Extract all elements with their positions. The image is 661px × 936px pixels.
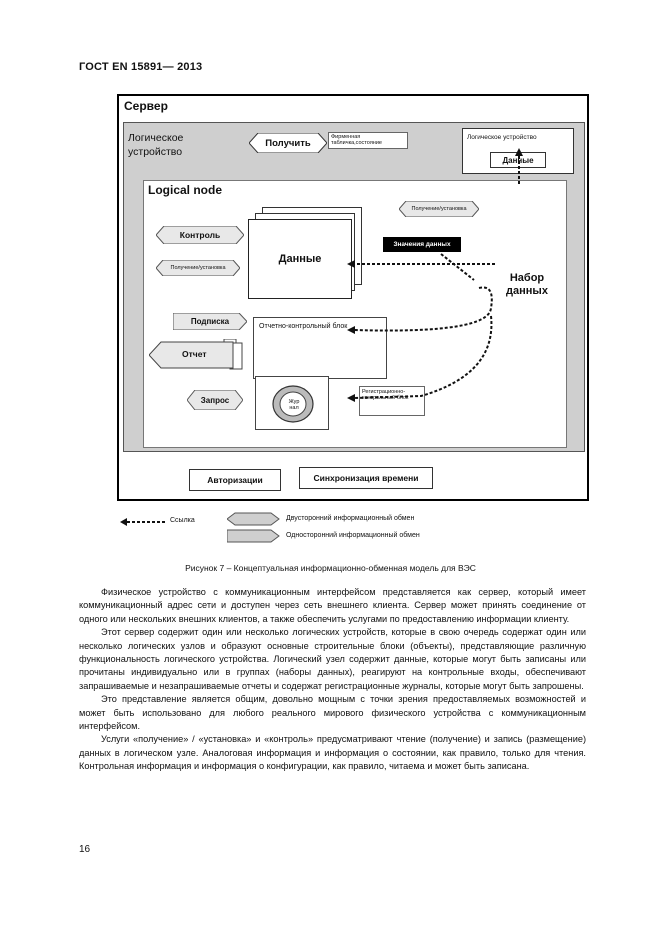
get-button-label: Получить <box>265 137 311 149</box>
nameplate-label: Фирменная табличка,состояние <box>328 132 408 149</box>
logical-device-right-label: Логическое устройство <box>467 134 537 141</box>
request-button[interactable]: Запрос <box>187 390 243 410</box>
subscription-label: Подписка <box>190 317 230 326</box>
flow-arrows <box>347 148 523 402</box>
legend-one-way-label: Односторонний информационный обмен <box>286 532 420 539</box>
get-set-left-button[interactable]: Получение/установка <box>156 260 240 276</box>
arrowhead-up <box>515 148 523 156</box>
paragraph-4: Услуги «получение» / «установка» и «конт… <box>79 734 586 772</box>
report-label: Отчет <box>182 349 207 359</box>
document-header: ГОСТ EN 15891— 2013 <box>79 61 203 73</box>
get-set-left-label: Получение/установка <box>170 265 226 271</box>
figure-server-box: Сервер Логическое устройство Получить Фи… <box>117 94 589 501</box>
legend-reference-label: Ссылка <box>170 517 195 524</box>
get-set-top-button[interactable]: Получение/установка <box>399 201 479 217</box>
legend-one-way-shape <box>227 529 280 543</box>
request-label: Запрос <box>200 395 230 405</box>
authorization-box: Авторизации <box>189 469 281 491</box>
log-control-block: Регистрационно-контрольный блок <box>359 386 425 416</box>
logical-node-label: Logical node <box>148 183 223 197</box>
legend-two-way-label: Двусторонний информационный обмен <box>286 515 415 522</box>
time-sync-box: Синхронизация времени <box>299 467 433 489</box>
logical-device-label: Логическое устройство <box>128 132 184 158</box>
paragraph-1: Физическое устройство с коммуникационным… <box>79 587 586 624</box>
dataset-to-log-arrow <box>354 315 493 399</box>
paragraph-3: Это представление является общим, доволь… <box>79 694 586 732</box>
arrowhead-data <box>347 260 355 268</box>
figure-caption: Рисунок 7 – Концептуальная информационно… <box>185 563 476 573</box>
data-set-label: Набор данных <box>506 272 548 297</box>
data-values-arrow <box>440 253 475 281</box>
dataset-to-report-arrow <box>354 286 493 332</box>
control-label: Контроль <box>179 230 221 240</box>
data-values-box: Значения данных <box>383 237 461 252</box>
server-label: Сервер <box>124 99 168 113</box>
journal-block: Жур нал <box>255 376 329 430</box>
control-button[interactable]: Контроль <box>156 226 244 244</box>
get-set-top-label: Получение/установка <box>411 206 467 212</box>
arrowhead-log <box>347 394 355 402</box>
report-stack[interactable]: Отчет <box>149 339 247 370</box>
legend-two-way-shape <box>227 512 280 526</box>
data-center-box: Данные <box>248 219 352 299</box>
body-text: Физическое устройство с коммуникационным… <box>79 586 586 774</box>
report-control-block: Отчетно-контрольный блок <box>253 317 387 379</box>
paragraph-2: Этот сервер содержит один или несколько … <box>79 627 586 691</box>
report-control-block-label: Отчетно-контрольный блок <box>259 323 348 330</box>
page-number: 16 <box>79 844 91 855</box>
get-button[interactable]: Получить <box>249 133 327 153</box>
arrowhead-report <box>347 326 355 334</box>
subscription-button[interactable]: Подписка <box>173 313 247 330</box>
journal-label: Жур нал <box>288 399 300 411</box>
legend-reference-arrow <box>120 518 165 526</box>
